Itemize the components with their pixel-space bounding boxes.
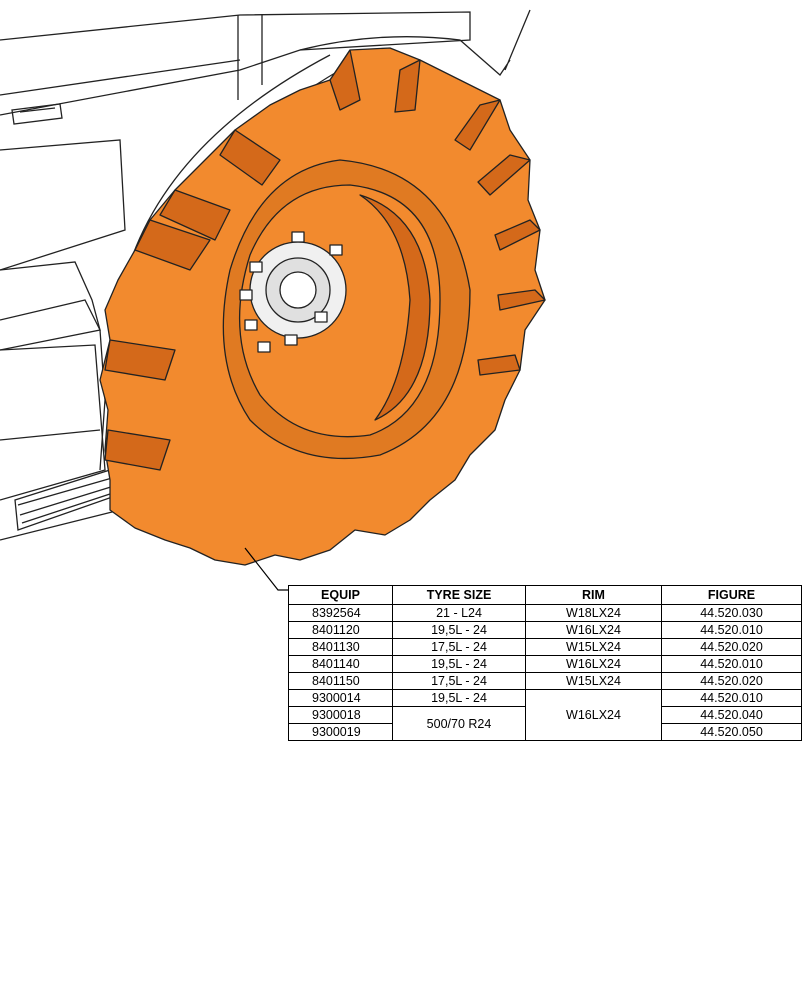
cell-tyre-size: 19,5L - 24 [392, 655, 526, 673]
cell-equip: 9300018 [288, 706, 393, 724]
cell-tyre-size-merged: 500/70 R24 [392, 706, 526, 741]
cell-equip: 8401140 [288, 655, 393, 673]
header-figure: FIGURE [661, 585, 802, 605]
cell-figure: 44.520.010 [661, 655, 802, 673]
cell-rim: W16LX24 [525, 655, 662, 673]
cell-figure: 44.520.010 [661, 621, 802, 639]
cell-figure: 44.520.010 [661, 689, 802, 707]
header-tyre-size: TYRE SIZE [392, 585, 526, 605]
table-row: 8401150 17,5L - 24 W15LX24 44.520.020 [288, 672, 802, 690]
tyre-spec-table: EQUIP TYRE SIZE RIM FIGURE 8392564 21 - … [288, 585, 802, 741]
table-row: 8401140 19,5L - 24 W16LX24 44.520.010 [288, 655, 802, 673]
table-row: 9300018 500/70 R24 44.520.040 [288, 706, 802, 741]
cell-rim: W18LX24 [525, 604, 662, 622]
cell-tyre-size: 17,5L - 24 [392, 638, 526, 656]
cell-tyre-size: 19,5L - 24 [392, 621, 526, 639]
cell-tyre-size: 19,5L - 24 [392, 689, 526, 707]
header-equip: EQUIP [288, 585, 393, 605]
cell-figure: 44.520.040 [661, 706, 802, 724]
cell-tyre-size: 21 - L24 [392, 604, 526, 622]
wheel-hub [239, 231, 347, 353]
table-row: 9300019 44.520.050 [288, 723, 802, 741]
header-rim: RIM [525, 585, 662, 605]
cell-equip: 8401150 [288, 672, 393, 690]
cell-rim: W16LX24 [525, 621, 662, 639]
tyre [99, 47, 546, 566]
callout-leader [244, 547, 288, 591]
cell-tyre-size: 17,5L - 24 [392, 672, 526, 690]
cell-figure: 44.520.020 [661, 638, 802, 656]
cell-equip: 8401120 [288, 621, 393, 639]
cell-equip: 9300014 [288, 689, 393, 707]
table-header-row: EQUIP TYRE SIZE RIM FIGURE [288, 585, 802, 605]
cell-rim: W15LX24 [525, 672, 662, 690]
cell-rim: W15LX24 [525, 638, 662, 656]
cell-figure: 44.520.050 [661, 723, 802, 741]
table-row: 8401120 19,5L - 24 W16LX24 44.520.010 [288, 621, 802, 639]
table-row: 9300014 19,5L - 24 W16LX24 44.520.010 [288, 689, 802, 741]
tyre-illustration [0, 9, 546, 591]
cell-rim-merged: W16LX24 [525, 689, 662, 741]
cell-figure: 44.520.030 [661, 604, 802, 622]
cell-equip: 9300019 [288, 723, 393, 741]
table-row: 8401130 17,5L - 24 W15LX24 44.520.020 [288, 638, 802, 656]
table-row: 8392564 21 - L24 W18LX24 44.520.030 [288, 604, 802, 622]
cell-equip: 8401130 [288, 638, 393, 656]
cell-figure: 44.520.020 [661, 672, 802, 690]
cell-equip: 8392564 [288, 604, 393, 622]
